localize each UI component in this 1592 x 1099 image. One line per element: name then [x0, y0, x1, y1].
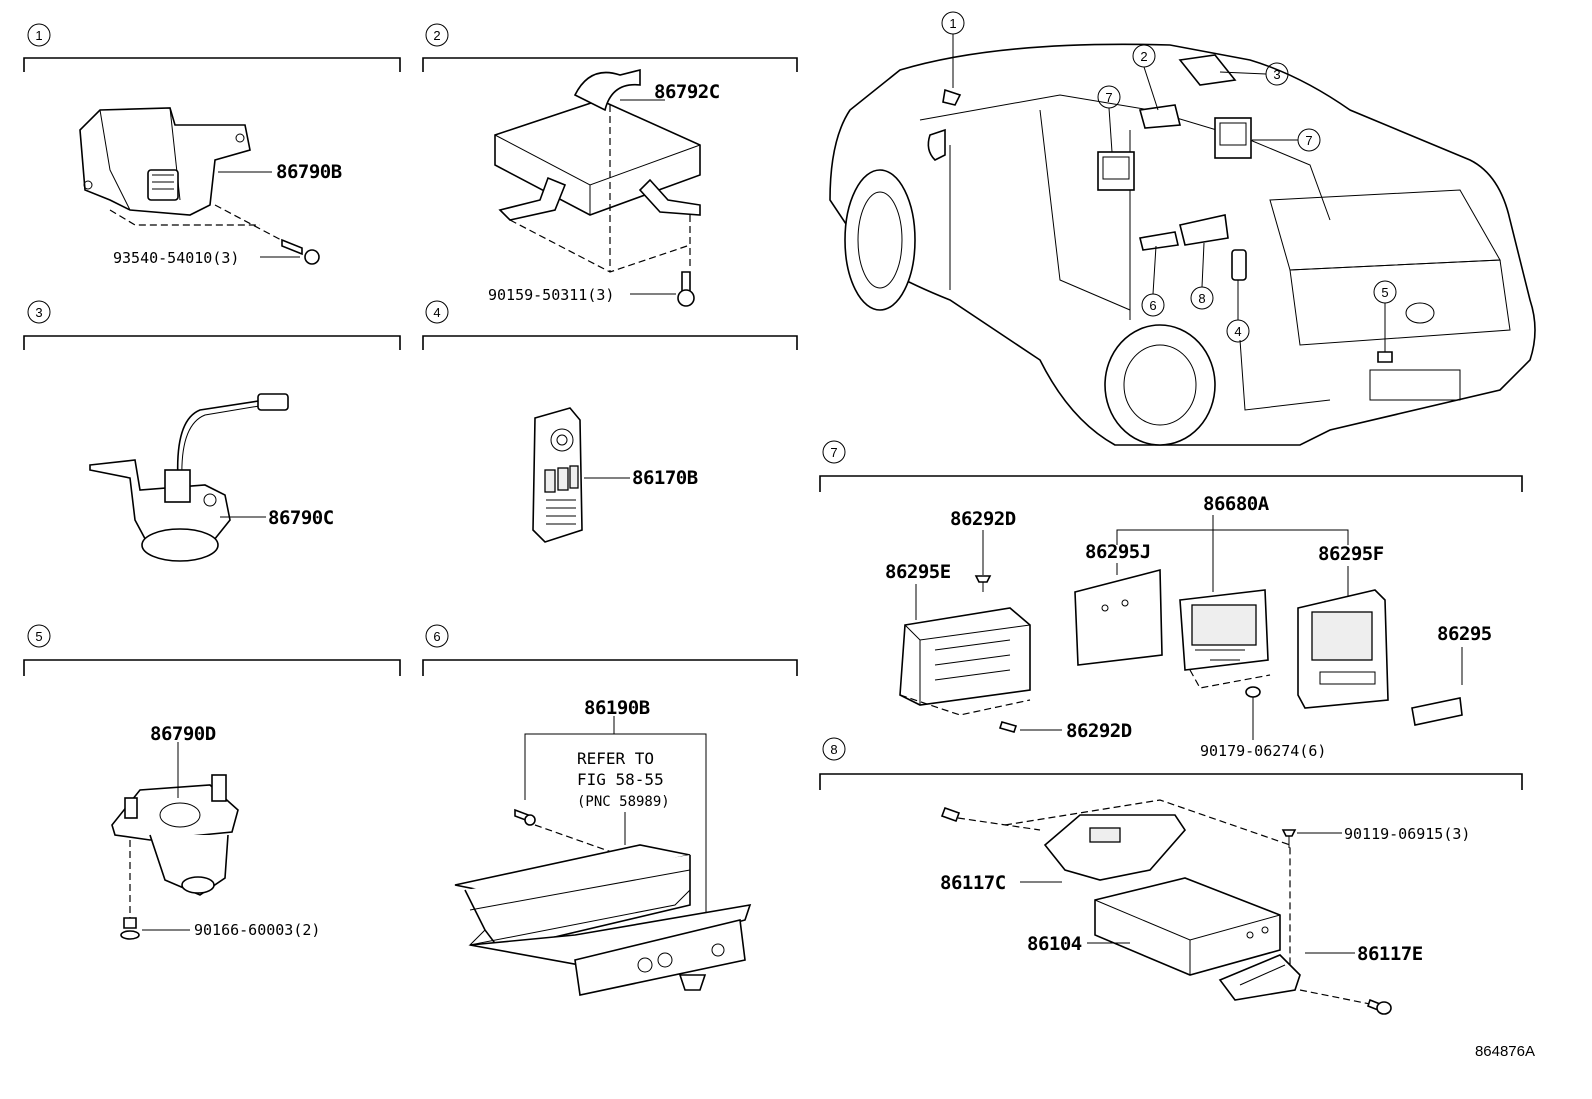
bolt-label-90166-60003: 90166-60003(2)	[194, 921, 320, 939]
section-8-bracket	[819, 773, 1523, 790]
part-label-86295J: 86295J	[1085, 541, 1151, 563]
part-label-86190B: 86190B	[584, 697, 650, 719]
callout-7a: 7	[1097, 85, 1121, 153]
section-3: 3 86790C	[23, 300, 401, 562]
catalog-id: 864876A	[1475, 1043, 1535, 1060]
side-camera-drawing	[89, 393, 289, 562]
refer-note-line-3: (PNC 58989)	[577, 794, 670, 810]
section-3-number: 3	[35, 305, 42, 320]
section-4-number: 4	[433, 305, 440, 320]
part-label-86117C: 86117C	[940, 872, 1006, 894]
section-3-bracket	[23, 335, 401, 350]
camera-control-ecu-drawing	[494, 68, 701, 307]
section-7: 7 86680A 86292D 86295J 86295F 86295E 862…	[819, 440, 1523, 760]
vehicle-overview-drawing: 1 2 3 7 7 5 6	[829, 11, 1536, 446]
callout-6: 6	[1141, 245, 1165, 317]
callout-3: 3	[1219, 62, 1289, 86]
bolt-label-90159-50311: 90159-50311(3)	[488, 286, 614, 304]
part-label-86292D-top: 86292D	[950, 508, 1016, 530]
section-2-number: 2	[433, 28, 440, 43]
part-label-86680A: 86680A	[1203, 493, 1270, 515]
section-1-number: 1	[35, 28, 42, 43]
bolt-label-90179-06274: 90179-06274(6)	[1200, 742, 1326, 760]
part-label-86104: 86104	[1027, 933, 1082, 955]
part-label-86790B: 86790B	[276, 161, 342, 183]
back-camera-drawing	[111, 774, 239, 940]
section-6: 6 86190B REFER TO FIG 58-55 (PNC 58989)	[422, 624, 798, 996]
section-4: 4 86170B	[422, 300, 798, 543]
part-label-86792C: 86792C	[654, 81, 720, 103]
section-6-bracket	[422, 659, 798, 676]
section-1-bracket	[23, 57, 401, 72]
svg-text:2: 2	[1140, 49, 1147, 64]
svg-text:3: 3	[1273, 67, 1280, 82]
svg-text:8: 8	[1198, 291, 1205, 306]
part-label-86117E: 86117E	[1357, 943, 1423, 965]
remote-control-drawing	[532, 407, 583, 543]
part-label-86790C: 86790C	[268, 507, 334, 529]
part-label-86790D: 86790D	[150, 723, 216, 745]
switch-panel-drawing	[454, 808, 752, 996]
section-7-bracket	[819, 475, 1523, 492]
section-1: 1 86790B 93540-54010(3)	[23, 23, 401, 267]
bolt-label-90119-06915: 90119-06915(3)	[1344, 825, 1470, 843]
callout-4: 4	[1226, 280, 1250, 343]
refer-note-line-2: FIG 58-55	[577, 770, 664, 789]
part-label-86295F: 86295F	[1318, 543, 1384, 565]
svg-text:7: 7	[1105, 90, 1112, 105]
svg-text:5: 5	[1381, 285, 1388, 300]
section-4-bracket	[422, 335, 798, 350]
section-5-bracket	[23, 659, 401, 676]
callout-1: 1	[941, 11, 965, 88]
section-6-number: 6	[433, 629, 440, 644]
callout-2: 2	[1132, 44, 1159, 111]
section-7-number: 7	[830, 445, 837, 460]
callout-5: 5	[1373, 280, 1397, 352]
section-5-number: 5	[35, 629, 42, 644]
monitor-assembly-drawing	[899, 568, 1463, 740]
section-2: 2 86792C 90159-50311(3)	[422, 23, 798, 307]
svg-text:4: 4	[1234, 324, 1241, 339]
rear-seat-entertainment-unit-drawing	[940, 799, 1392, 1015]
rear-camera-bracket-drawing	[79, 107, 320, 265]
svg-text:1: 1	[949, 16, 956, 31]
svg-text:6: 6	[1149, 298, 1156, 313]
bolt-label-93540-54010: 93540-54010(3)	[113, 249, 239, 267]
svg-text:7: 7	[1305, 133, 1312, 148]
section-8-number: 8	[830, 742, 837, 757]
section-2-bracket	[422, 57, 798, 72]
part-label-86170B: 86170B	[632, 467, 698, 489]
callout-8: 8	[1190, 242, 1214, 310]
part-label-86292D-bottom: 86292D	[1066, 720, 1132, 742]
refer-note-line-1: REFER TO	[577, 749, 654, 768]
part-label-86295E: 86295E	[885, 561, 951, 583]
callout-7b: 7	[1252, 128, 1321, 152]
section-8: 8 90119-06915(3) 86117C 86104 86117E	[819, 737, 1523, 1015]
part-label-86295: 86295	[1437, 623, 1492, 645]
section-5: 5 86790D 90166-60003(2)	[23, 624, 401, 940]
